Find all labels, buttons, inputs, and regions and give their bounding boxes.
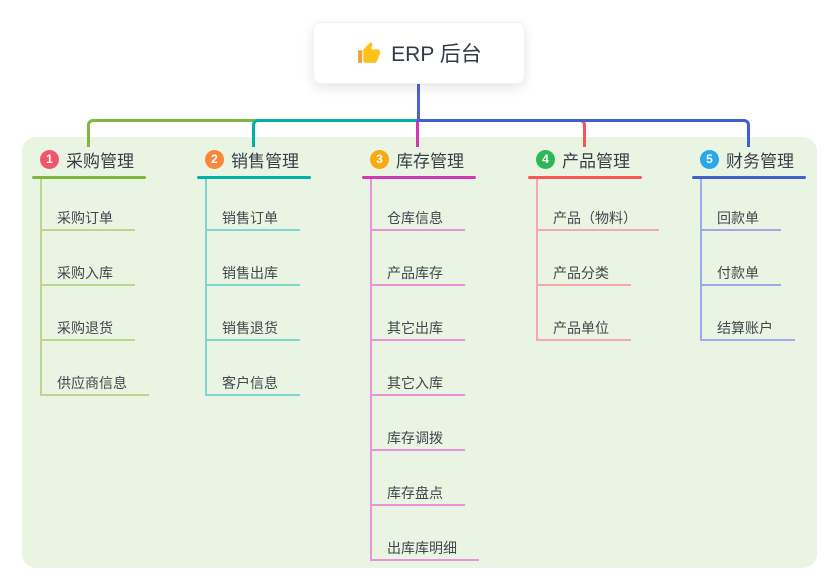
child-node[interactable]: 仓库信息 bbox=[370, 207, 465, 231]
branch-title-underline bbox=[528, 176, 642, 179]
root-title: ERP 后台 bbox=[391, 43, 482, 66]
branch-number-badge: 2 bbox=[205, 149, 224, 169]
branch-number-badge: 3 bbox=[370, 149, 389, 169]
branch-title-underline bbox=[692, 176, 806, 179]
branch-column: 3 库存管理 仓库信息产品库存其它出库其它入库库存调拨库存盘点出库库明细 bbox=[362, 148, 522, 568]
branch-title[interactable]: 5 财务管理 bbox=[700, 148, 794, 171]
child-node[interactable]: 销售订单 bbox=[205, 207, 300, 231]
branch-child-stem bbox=[370, 179, 372, 561]
branch-title[interactable]: 1 采购管理 bbox=[40, 148, 134, 171]
root-connector-line bbox=[417, 82, 420, 121]
branch-title[interactable]: 4 产品管理 bbox=[536, 148, 630, 171]
branch-column: 2 销售管理 销售订单销售出库销售退货客户信息 bbox=[197, 148, 357, 568]
thumbs-up-icon bbox=[356, 41, 381, 66]
branch-title-label: 采购管理 bbox=[66, 151, 134, 171]
child-node[interactable]: 产品单位 bbox=[536, 317, 631, 341]
branch-number-badge: 4 bbox=[536, 149, 555, 169]
branch-title-label: 销售管理 bbox=[231, 151, 299, 171]
child-node[interactable]: 其它出库 bbox=[370, 317, 465, 341]
child-node[interactable]: 供应商信息 bbox=[40, 372, 149, 396]
child-node[interactable]: 产品库存 bbox=[370, 262, 465, 286]
child-node[interactable]: 结算账户 bbox=[700, 317, 795, 341]
branches-panel bbox=[22, 137, 817, 568]
child-node[interactable]: 库存盘点 bbox=[370, 482, 465, 506]
branch-title-underline bbox=[32, 176, 146, 179]
root-node[interactable]: ERP 后台 bbox=[313, 22, 525, 84]
branch-column: 4 产品管理 产品（物料） 产品分类产品单位 bbox=[528, 148, 688, 568]
branch-title-label: 产品管理 bbox=[562, 151, 630, 171]
branch-title-underline bbox=[362, 176, 476, 179]
branch-connector bbox=[252, 119, 420, 147]
branch-title-label: 财务管理 bbox=[726, 151, 794, 171]
child-node[interactable]: 采购订单 bbox=[40, 207, 135, 231]
branch-number-badge: 1 bbox=[40, 149, 59, 169]
branch-title[interactable]: 3 库存管理 bbox=[370, 148, 464, 171]
branch-child-stem bbox=[40, 179, 42, 396]
child-node[interactable]: 产品（物料） bbox=[536, 207, 659, 231]
branch-connector bbox=[417, 119, 750, 147]
child-node[interactable]: 采购退货 bbox=[40, 317, 135, 341]
child-node[interactable]: 产品分类 bbox=[536, 262, 631, 286]
branch-connector bbox=[416, 119, 419, 147]
branch-column: 1 采购管理 采购订单采购入库采购退货供应商信息 bbox=[32, 148, 192, 568]
branch-title-underline bbox=[197, 176, 311, 179]
child-node[interactable]: 库存调拨 bbox=[370, 427, 465, 451]
branch-child-stem bbox=[536, 179, 538, 341]
child-node[interactable]: 销售退货 bbox=[205, 317, 300, 341]
child-node[interactable]: 销售出库 bbox=[205, 262, 300, 286]
child-node[interactable]: 客户信息 bbox=[205, 372, 300, 396]
child-node[interactable]: 回款单 bbox=[700, 207, 781, 231]
branch-child-stem bbox=[205, 179, 207, 396]
branch-child-stem bbox=[700, 179, 702, 341]
branch-number-badge: 5 bbox=[700, 149, 719, 169]
branch-title[interactable]: 2 销售管理 bbox=[205, 148, 299, 171]
branch-column: 5 财务管理 回款单付款单结算账户 bbox=[692, 148, 839, 568]
child-node[interactable]: 出库库明细 bbox=[370, 537, 479, 561]
child-node[interactable]: 其它入库 bbox=[370, 372, 465, 396]
branch-title-label: 库存管理 bbox=[396, 151, 464, 171]
child-node[interactable]: 付款单 bbox=[700, 262, 781, 286]
child-node[interactable]: 采购入库 bbox=[40, 262, 135, 286]
